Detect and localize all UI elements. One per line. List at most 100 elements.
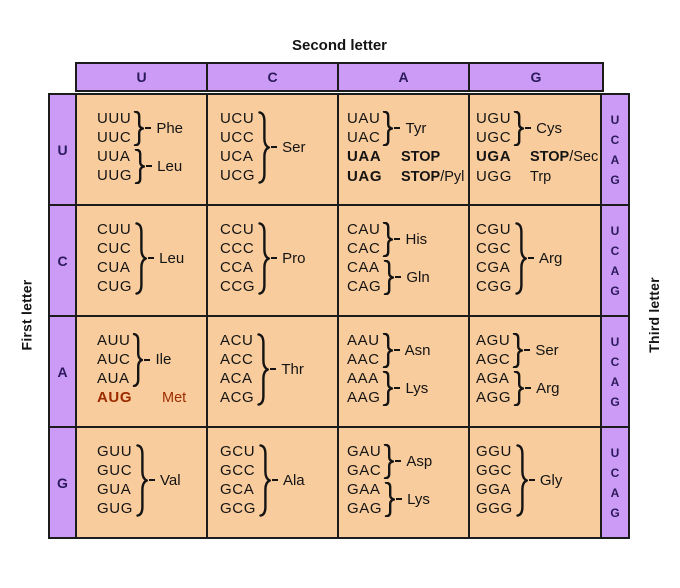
codon: ACG	[220, 389, 255, 406]
amino-acid-label: Ser	[535, 341, 559, 359]
third-letter-U: U	[610, 112, 620, 127]
third-letter-G: G	[610, 505, 620, 520]
amino-acid-label: Gly	[539, 471, 563, 489]
codon: AAA	[347, 370, 379, 387]
third-letter-A: A	[610, 263, 620, 278]
amino-acid-label: His	[405, 230, 428, 248]
codon: GAA	[347, 481, 381, 498]
codon: UGU	[476, 110, 512, 127]
brace-tick	[394, 238, 401, 240]
brace-icon	[131, 333, 143, 387]
brace-wrap	[381, 333, 393, 368]
codon: GCC	[220, 462, 256, 479]
brace-tick	[528, 479, 535, 481]
amino-acid-label: Leu	[159, 249, 185, 267]
brace-wrap	[381, 111, 393, 146]
codon: AGG	[476, 389, 512, 406]
codon: UUA	[97, 148, 131, 165]
brace-icon	[132, 111, 144, 146]
amino-acid-label: Asp	[406, 452, 433, 470]
third-letter-U: U	[610, 334, 620, 349]
codon: CUC	[97, 240, 132, 257]
codon: CUU	[97, 221, 132, 238]
brace-tick	[394, 387, 401, 389]
brace-tick	[144, 358, 151, 361]
brace-icon	[134, 444, 148, 517]
codon: CGU	[476, 221, 512, 238]
codon: UCA	[220, 148, 254, 165]
brace-wrap	[382, 260, 394, 295]
brace-icon	[381, 371, 393, 406]
brace-icon	[514, 444, 528, 517]
codon: ACA	[220, 370, 253, 387]
amino-acid-label: Ala	[282, 471, 305, 489]
first-letter-cell-G: G	[50, 428, 77, 537]
brace-icon	[382, 444, 394, 479]
brace-tick	[525, 127, 532, 129]
brace-icon	[256, 111, 270, 184]
codon: GGA	[476, 481, 512, 498]
codon: GCU	[220, 443, 256, 460]
first-letter-axis-label: First letter	[6, 93, 46, 537]
amino-acid-label: Asn	[404, 341, 431, 359]
brace-icon	[512, 111, 524, 146]
brace-tick	[148, 257, 155, 259]
codon: CAC	[347, 240, 381, 257]
brace-wrap	[132, 111, 144, 146]
brace-wrap	[381, 222, 393, 257]
codon: CGG	[476, 278, 512, 295]
codon: AGU	[476, 332, 511, 349]
brace-wrap	[256, 111, 270, 184]
second-letter-header-C: C	[208, 64, 339, 90]
codon: UGA	[476, 148, 512, 165]
amino-acid-suffix: /Pyl	[440, 169, 465, 185]
amino-acid-label: STOP	[401, 148, 440, 167]
codon: CGA	[476, 259, 511, 276]
third-letter-U: U	[610, 445, 620, 460]
third-letter-C: C	[610, 354, 620, 369]
codon: GUG	[97, 500, 133, 517]
codon: GCG	[220, 500, 256, 517]
brace-wrap	[134, 444, 148, 517]
first-letter-cell-A: A	[50, 317, 77, 428]
brace-wrap	[514, 444, 528, 517]
second-letter-header-A: A	[339, 64, 470, 90]
brace-icon	[133, 222, 147, 295]
codon: AUU	[97, 332, 131, 349]
third-letter-A: A	[610, 485, 620, 500]
brace-icon	[257, 444, 271, 517]
